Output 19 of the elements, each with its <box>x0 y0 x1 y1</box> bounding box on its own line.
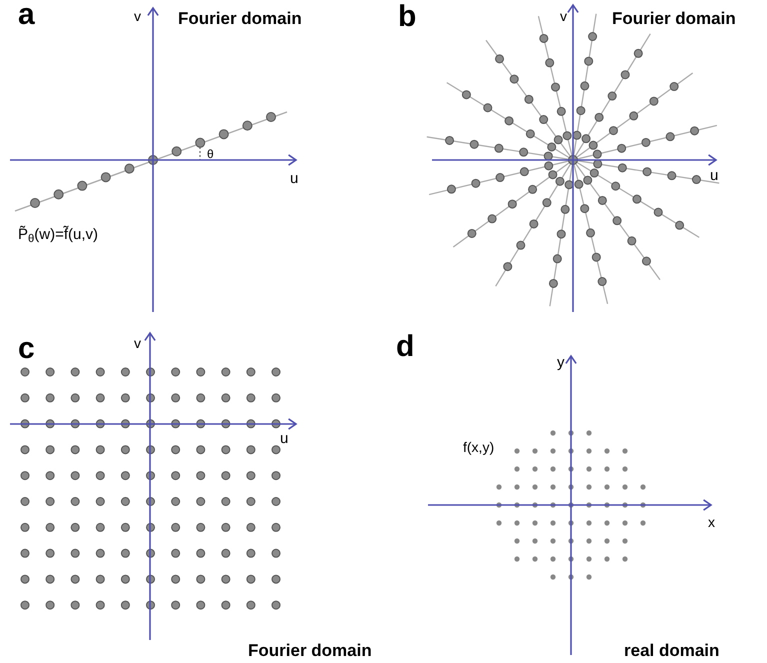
angle-label: θ <box>207 146 214 163</box>
panel-letter: b <box>398 2 416 32</box>
domain-label: real domain <box>624 640 720 662</box>
axis-label: y <box>557 353 564 373</box>
axis-label: v <box>134 7 141 26</box>
axis-label: v <box>560 7 567 26</box>
domain-label: Fourier domain <box>248 640 372 662</box>
axis-label: u <box>710 166 718 186</box>
function-label: f(x,y) <box>463 438 494 457</box>
panel-letter: a <box>18 0 35 30</box>
panel-letter: d <box>396 332 414 362</box>
axis-label: v <box>134 334 141 353</box>
formula-label: P̃$_{θ}$(w)=f̃(u,v) <box>18 224 98 246</box>
panel-letter: c <box>18 334 35 364</box>
domain-label: Fourier domain <box>612 8 736 30</box>
domain-label: Fourier domain <box>178 8 302 30</box>
axis-label: x <box>708 513 715 532</box>
axis-label: u <box>290 169 298 189</box>
axis-label: u <box>280 429 288 449</box>
